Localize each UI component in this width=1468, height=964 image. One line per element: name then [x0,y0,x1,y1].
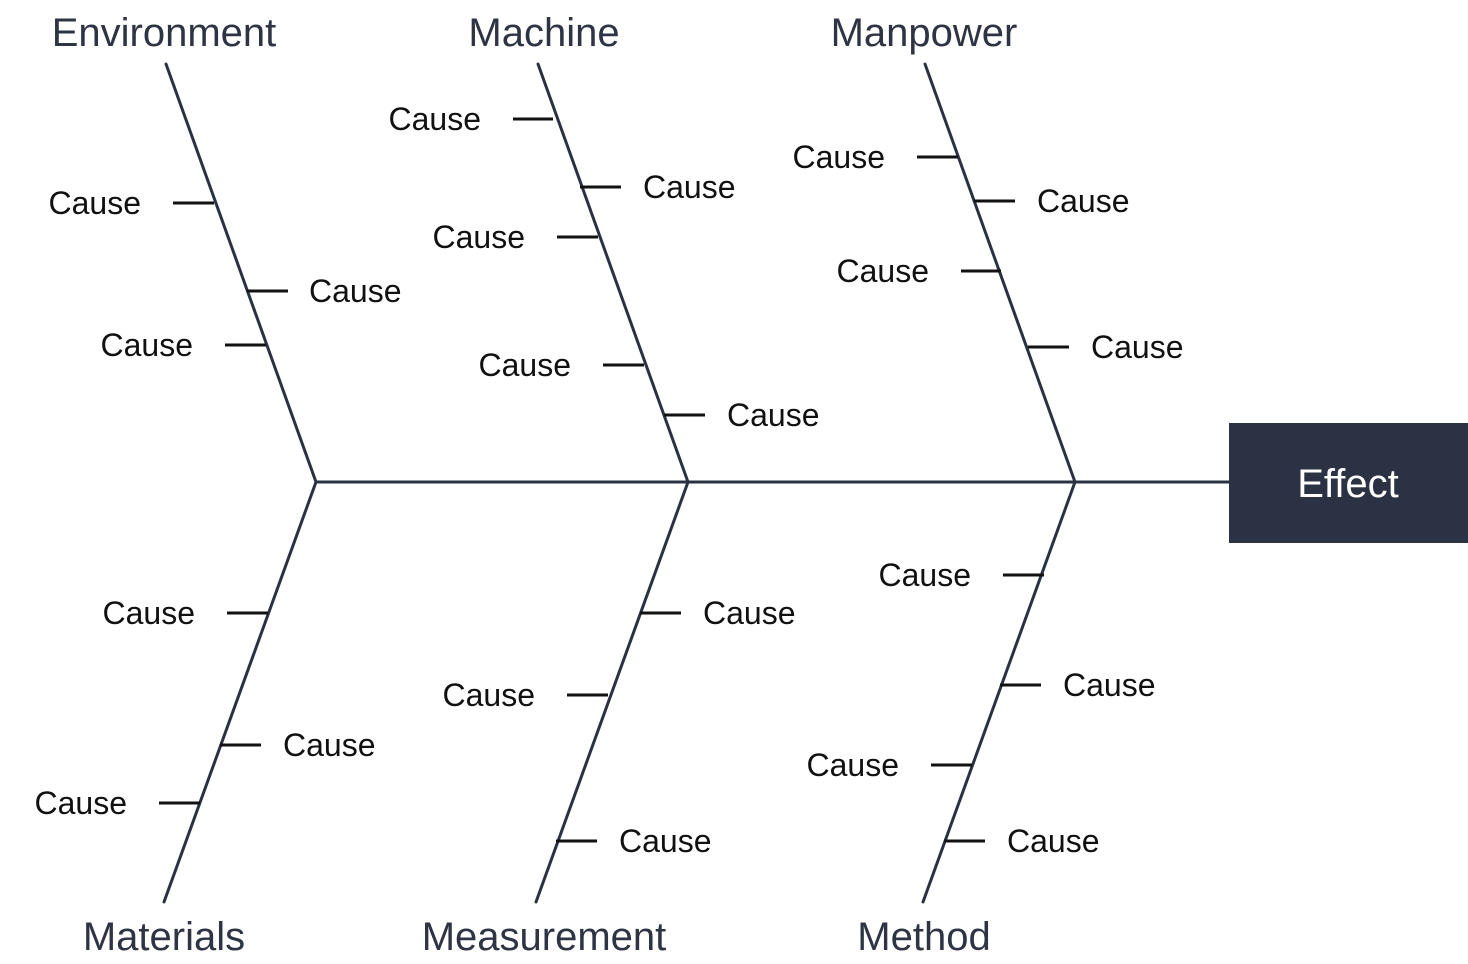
cause-label: Cause [35,785,128,821]
cause-label: Cause [1091,329,1184,365]
category-environment: Environment Cause Cause Cause [49,11,402,484]
category-label-machine: Machine [468,11,619,55]
bone-materials [162,480,318,904]
cause-label: Cause [49,185,142,221]
cause-label: Cause [643,169,736,205]
cause-label: Cause [283,727,376,763]
category-label-manpower: Manpower [831,11,1018,55]
cause-label: Cause [703,595,796,631]
category-label-materials: Materials [83,915,245,959]
category-manpower: Manpower Cause Cause Cause Cause [793,11,1184,484]
cause-label: Cause [1063,667,1156,703]
cause-label: Cause [433,219,526,255]
bone-manpower [923,62,1077,484]
category-materials: Materials Cause Cause Cause [35,480,376,959]
cause-label: Cause [479,347,572,383]
cause-label: Cause [101,327,194,363]
cause-label: Cause [879,557,972,593]
cause-label: Cause [619,823,712,859]
category-machine: Machine Cause Cause Cause Cause Cause [389,11,820,484]
cause-label: Cause [1007,823,1100,859]
category-label-method: Method [857,915,990,959]
cause-label: Cause [443,677,536,713]
bone-method [921,480,1077,904]
category-method: Method Cause Cause Cause Cause [807,480,1156,959]
effect-box-background [1229,423,1468,543]
cause-label: Cause [1037,183,1130,219]
category-label-measurement: Measurement [422,915,667,959]
category-label-environment: Environment [52,11,277,55]
effect-label: Effect [1297,462,1399,506]
effect-box: Effect [1229,423,1468,543]
cause-label: Cause [793,139,886,175]
bone-machine [536,62,690,484]
cause-label: Cause [103,595,196,631]
cause-label: Cause [727,397,820,433]
cause-label: Cause [389,101,482,137]
category-measurement: Measurement Cause Cause Cause [422,480,796,959]
cause-label: Cause [837,253,930,289]
cause-label: Cause [309,273,402,309]
bone-environment [164,62,318,484]
cause-label: Cause [807,747,900,783]
bone-measurement [534,480,690,904]
